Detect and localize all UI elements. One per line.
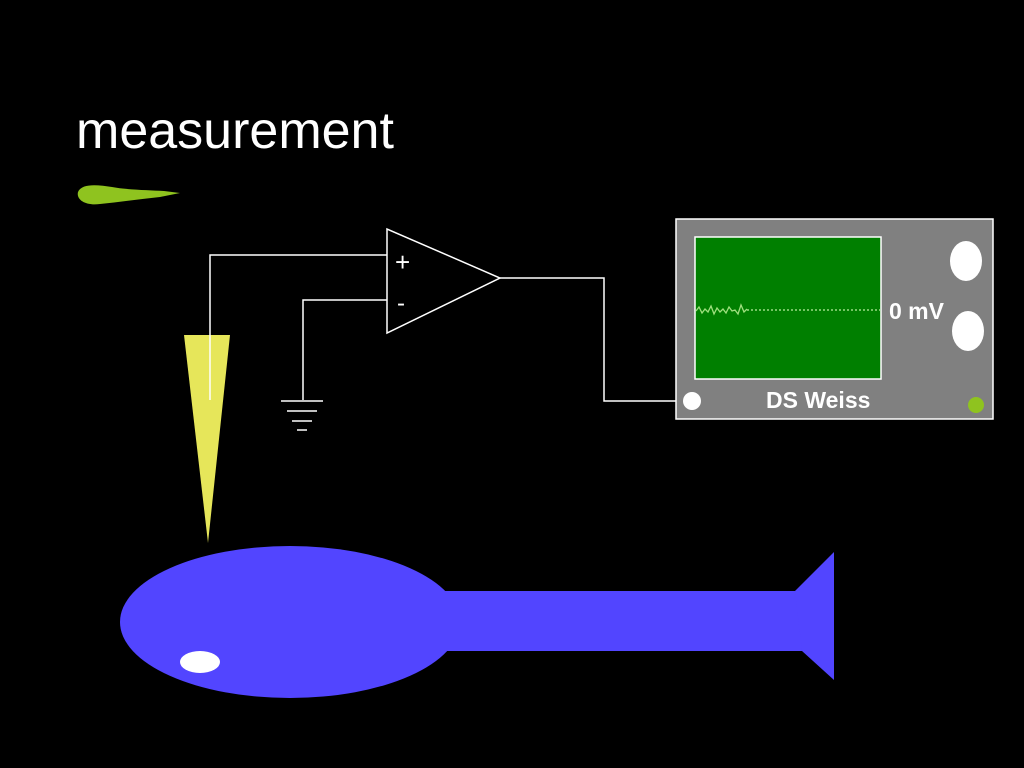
wire-electrode-to-plus (209, 254, 387, 335)
amp-plus-label: + (395, 247, 410, 277)
oscilloscope-knob-bottom[interactable] (952, 311, 984, 351)
slide-title: measurement (76, 102, 394, 160)
oscilloscope-brand-label: DS Weiss (766, 387, 870, 413)
neuron-nucleus (180, 651, 220, 673)
oscilloscope-indicator-light (968, 397, 984, 413)
oscilloscope-trace-noise (695, 303, 748, 316)
op-amp-triangle-icon (386, 227, 502, 335)
title-brush-accent (77, 185, 180, 205)
wire-output-to-scope (500, 277, 692, 402)
oscilloscope-input-jack[interactable] (683, 392, 701, 410)
neuron-soma (120, 546, 460, 698)
oscilloscope-reading: 0 mV (889, 298, 945, 324)
ground-symbol-icon (281, 400, 323, 431)
neuron-axon-terminal (795, 552, 834, 680)
oscilloscope-knob-top[interactable] (950, 241, 982, 281)
oscilloscope-screen (694, 236, 882, 380)
wire-minus-to-ground (302, 299, 387, 400)
amp-minus-label: - (397, 290, 405, 317)
recording-electrode (184, 335, 230, 543)
oscilloscope: 0 mV DS Weiss (675, 218, 994, 420)
neuron-axon (420, 591, 815, 651)
neuron (120, 546, 834, 698)
